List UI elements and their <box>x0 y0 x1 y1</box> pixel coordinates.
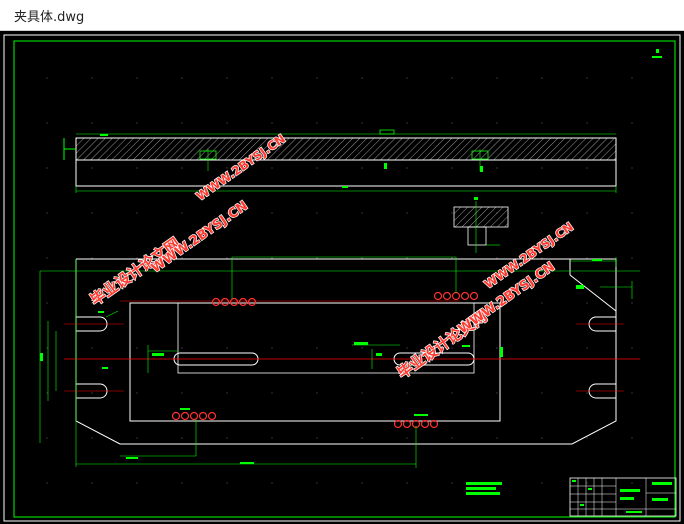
drawing-canvas[interactable]: 毕业设计论文网 WWW.2BYSJ.CN WWW.2BYSJ.CN 毕业设计论文… <box>0 31 684 524</box>
detail-section-view <box>453 197 509 253</box>
plan-view <box>39 256 640 468</box>
title-bar: 夹具体.dwg <box>0 0 684 31</box>
grid-dots <box>14 41 674 517</box>
title-block <box>569 477 677 517</box>
technical-notes <box>466 482 502 495</box>
front-section-view <box>63 129 617 193</box>
sheet-inner-border <box>13 40 676 518</box>
cad-drawing: 毕业设计论文网 WWW.2BYSJ.CN WWW.2BYSJ.CN 毕业设计论文… <box>3 34 681 522</box>
document-title: 夹具体.dwg <box>14 10 85 25</box>
sheet-outer-border <box>3 34 681 522</box>
corner-mark-2 <box>656 49 659 53</box>
